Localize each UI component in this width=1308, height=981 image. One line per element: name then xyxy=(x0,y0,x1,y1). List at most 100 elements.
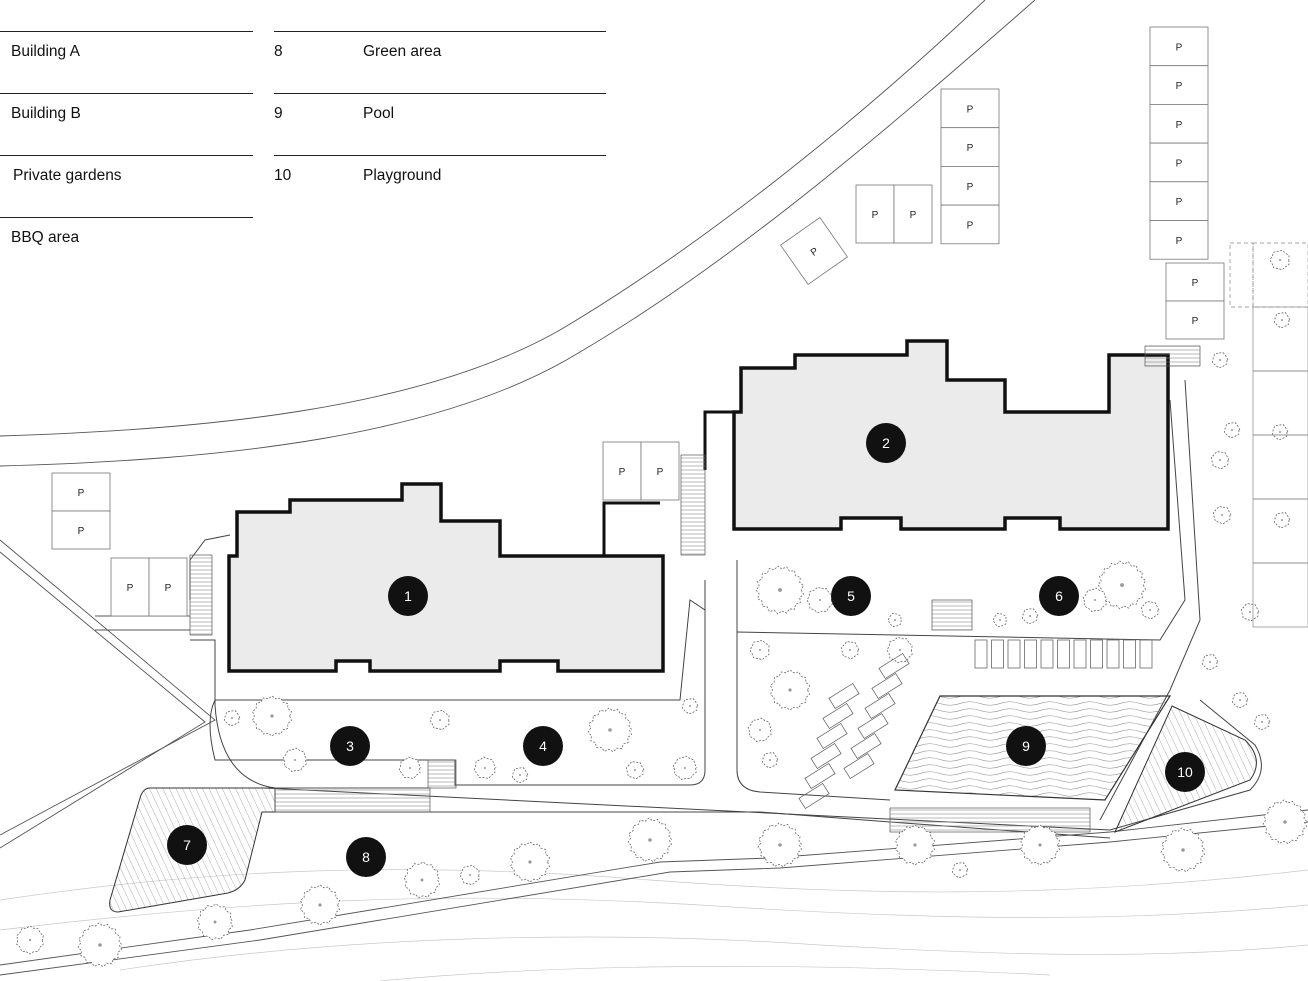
lounger xyxy=(798,782,830,810)
marker-3: 3 xyxy=(330,726,370,766)
legend-divider xyxy=(274,93,606,94)
road xyxy=(0,0,1036,467)
trees xyxy=(16,249,1308,968)
tree xyxy=(1082,587,1108,612)
parking-slot: P xyxy=(602,441,642,501)
tree xyxy=(761,752,779,769)
parking-label: P xyxy=(910,210,917,221)
tree xyxy=(587,707,633,753)
legend-divider xyxy=(0,217,253,218)
lounger xyxy=(864,692,896,720)
parking-label: P xyxy=(78,526,85,537)
lounger xyxy=(1123,639,1136,669)
tree xyxy=(840,641,860,660)
parking-slot: P xyxy=(640,441,680,501)
parking-slot: P xyxy=(940,127,1000,167)
tree xyxy=(1097,560,1147,610)
tree xyxy=(951,862,969,879)
marker-10: 10 xyxy=(1165,752,1205,792)
legend-number-8: 8 xyxy=(274,43,283,60)
lounger xyxy=(1024,639,1037,669)
lounger xyxy=(871,672,903,700)
lounger xyxy=(1007,639,1021,669)
parking-slot: P xyxy=(51,510,111,550)
building-b xyxy=(732,339,1170,531)
lounger xyxy=(850,732,882,760)
parking-slot: P xyxy=(893,184,933,244)
marker-label: 1 xyxy=(404,588,412,604)
tree xyxy=(196,903,234,941)
lounger xyxy=(878,652,910,680)
tree xyxy=(895,824,935,866)
tree xyxy=(223,710,241,727)
tree xyxy=(429,709,450,731)
marker-9: 9 xyxy=(1006,726,1046,766)
marker-circle xyxy=(1039,576,1079,616)
legend-number-10: 10 xyxy=(274,167,292,184)
marker-circle xyxy=(167,825,207,865)
parking-label: P xyxy=(967,182,974,193)
marker-circle xyxy=(1165,752,1205,792)
parking-label: P xyxy=(1176,120,1183,131)
marker-circle xyxy=(346,837,386,877)
parking-label: P xyxy=(1176,81,1183,92)
legend-label-green-area: Green area xyxy=(363,43,442,60)
parking-label: P xyxy=(1176,158,1183,169)
tree xyxy=(887,612,902,628)
lounger xyxy=(810,742,842,770)
stairs xyxy=(189,345,1201,789)
parking-slot: P xyxy=(148,557,188,617)
marker-circle xyxy=(866,423,906,463)
tree xyxy=(886,636,913,664)
parking-slot: P xyxy=(1149,142,1209,183)
parking-slot: P xyxy=(51,472,111,512)
parking-label: P xyxy=(967,104,974,115)
legend-divider xyxy=(0,93,253,94)
legend-label-playground: Playground xyxy=(363,167,442,184)
parking-slot: P xyxy=(940,204,1000,245)
marker-label: 10 xyxy=(1177,764,1193,780)
marker-label: 7 xyxy=(183,837,191,853)
tree xyxy=(282,747,308,772)
parking-slot: P xyxy=(110,557,150,617)
legend-number-9: 9 xyxy=(274,105,283,122)
tree xyxy=(1273,312,1291,329)
tree xyxy=(1160,827,1206,873)
parking-label: P xyxy=(78,488,85,499)
parking-slot: P xyxy=(1149,104,1209,144)
tree xyxy=(627,817,673,863)
legend-divider xyxy=(274,31,606,32)
legend-label-bbq-area: BBQ area xyxy=(11,229,80,246)
lounger xyxy=(828,682,860,710)
tree xyxy=(770,669,810,711)
legend-divider xyxy=(0,155,253,156)
tree xyxy=(672,755,698,780)
tree xyxy=(77,922,123,968)
tree xyxy=(1253,714,1271,731)
parking-slot: P xyxy=(1165,300,1225,340)
marker-label: 9 xyxy=(1022,738,1030,754)
parking-label: P xyxy=(1176,42,1183,53)
tree xyxy=(511,767,529,784)
sun-loungers xyxy=(798,639,1153,810)
marker-circle xyxy=(388,576,428,616)
parking-label: P xyxy=(1176,197,1183,208)
tree xyxy=(992,612,1007,628)
marker-label: 2 xyxy=(882,435,890,451)
tree xyxy=(757,822,803,868)
lounger xyxy=(1090,639,1103,669)
steps xyxy=(274,787,431,813)
parking-label: P xyxy=(657,467,664,478)
tree xyxy=(1020,824,1060,866)
legend-divider xyxy=(274,155,606,156)
tree xyxy=(1269,249,1290,271)
tree xyxy=(16,925,44,955)
marker-label: 5 xyxy=(847,588,855,604)
marker-4: 4 xyxy=(523,726,563,766)
tree xyxy=(510,841,550,883)
marker-8: 8 xyxy=(346,837,386,877)
parking-slot: P xyxy=(940,165,1000,206)
legend-divider xyxy=(0,31,253,32)
tree xyxy=(749,639,770,661)
